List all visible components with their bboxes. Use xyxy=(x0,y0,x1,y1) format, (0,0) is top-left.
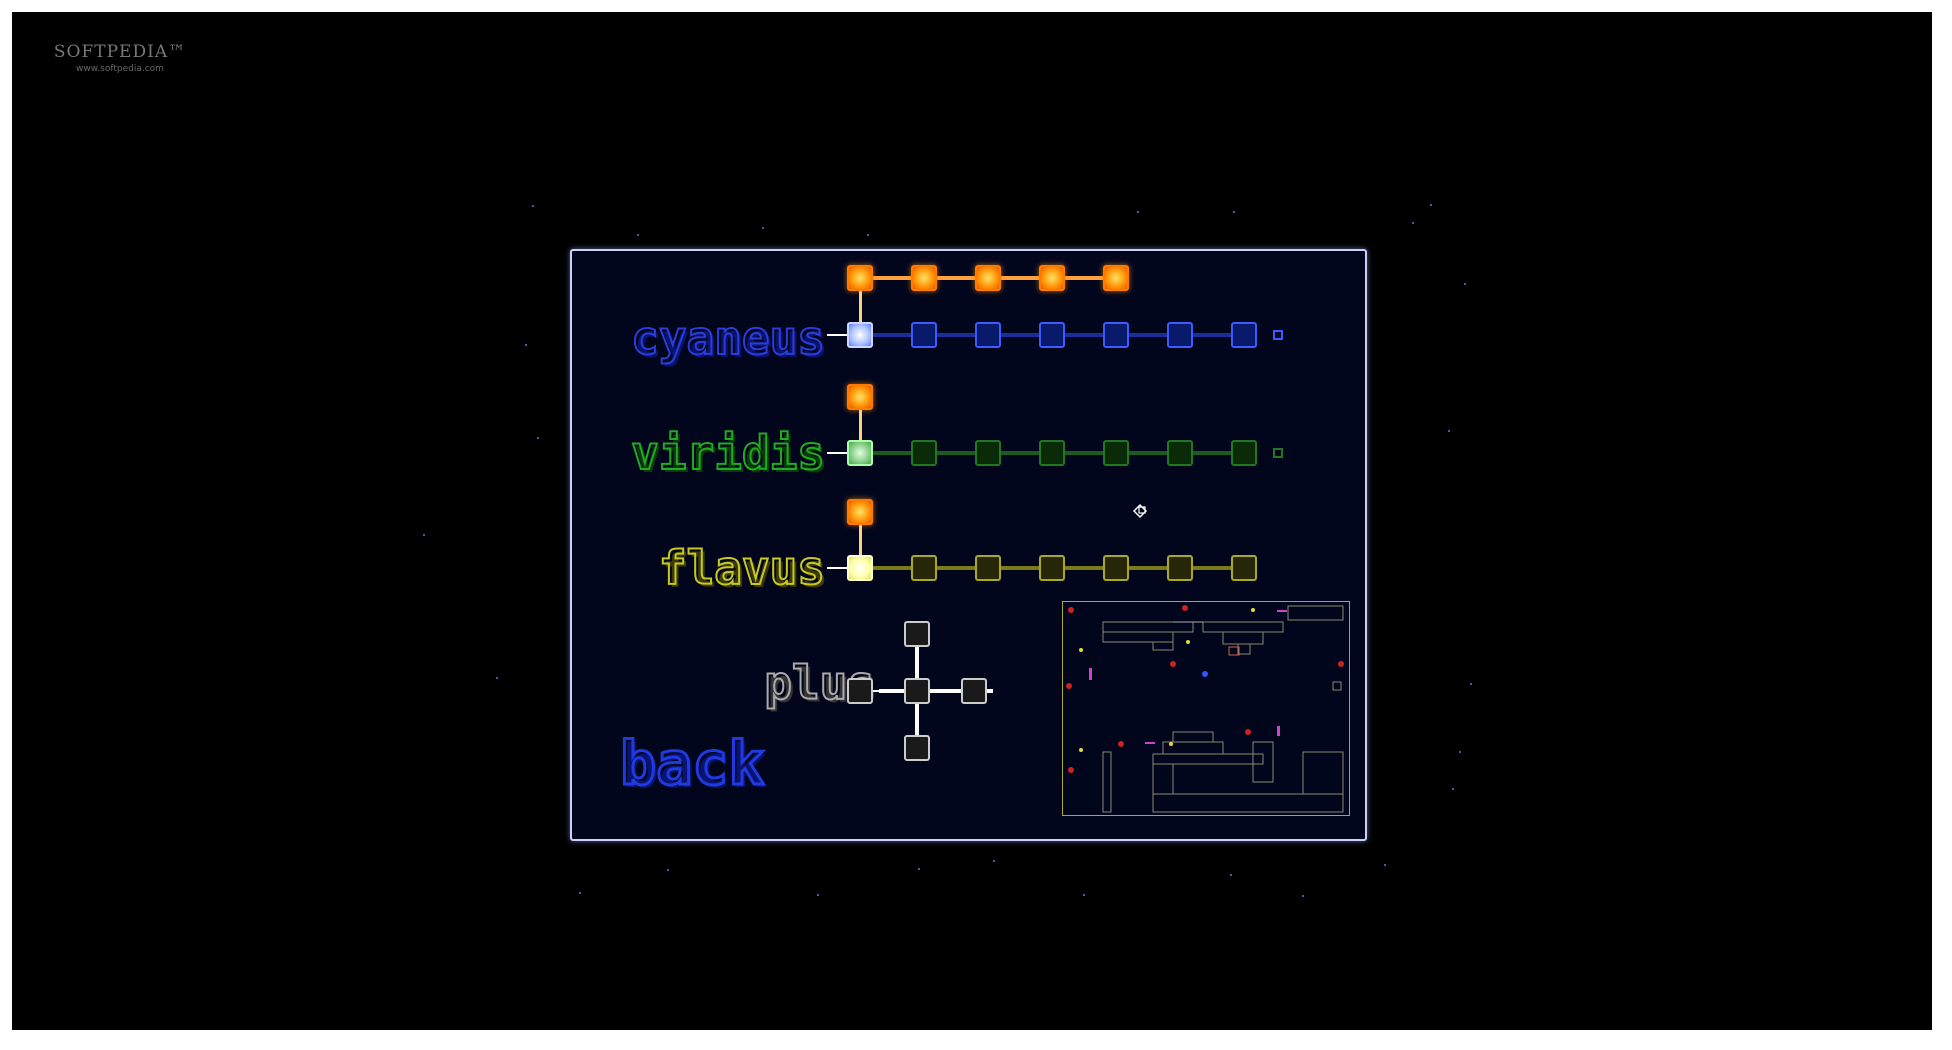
upgrade-node[interactable] xyxy=(847,384,873,410)
star xyxy=(1412,222,1414,224)
plus-level-node[interactable] xyxy=(904,678,930,704)
watermark-url: www.softpedia.com xyxy=(76,64,164,74)
star xyxy=(1302,895,1304,897)
viridis-connector xyxy=(827,452,847,454)
flavus-level-node[interactable] xyxy=(847,555,873,581)
star xyxy=(817,894,819,896)
upgrade-connector xyxy=(859,525,862,555)
watermark: SOFTPEDIA™ www.softpedia.com xyxy=(40,42,200,74)
viridis-level-node[interactable] xyxy=(1039,440,1065,466)
star xyxy=(525,344,527,346)
star xyxy=(1464,283,1466,285)
star xyxy=(1470,683,1472,685)
upgrade-connector xyxy=(859,291,862,322)
viridis-level-node[interactable] xyxy=(1231,440,1257,466)
plus-level-node[interactable] xyxy=(904,621,930,647)
upgrade-node[interactable] xyxy=(847,265,873,291)
cyaneus-level-node[interactable] xyxy=(1039,322,1065,348)
upgrade-node[interactable] xyxy=(911,265,937,291)
star xyxy=(993,860,995,862)
viridis-level-node[interactable] xyxy=(975,440,1001,466)
star xyxy=(1230,874,1232,876)
flavus-level-node[interactable] xyxy=(1039,555,1065,581)
cyaneus-level-node[interactable] xyxy=(1231,322,1257,348)
star xyxy=(1233,211,1235,213)
upgrade-node[interactable] xyxy=(1103,265,1129,291)
plus-level-node[interactable] xyxy=(847,678,873,704)
upgrade-connector xyxy=(859,410,862,440)
world-flavus-label[interactable]: flavus xyxy=(658,540,826,596)
star xyxy=(537,437,539,439)
star xyxy=(1452,788,1454,790)
cyaneus-level-node[interactable] xyxy=(911,322,937,348)
plus-level-node[interactable] xyxy=(961,678,987,704)
world-viridis-label[interactable]: viridis xyxy=(630,425,826,481)
flavus-level-node[interactable] xyxy=(1167,555,1193,581)
star xyxy=(1384,864,1386,866)
level-preview-minimap xyxy=(1062,601,1350,816)
minimap-drawing xyxy=(1066,605,1344,813)
viridis-level-node[interactable] xyxy=(1167,440,1193,466)
viridis-level-node[interactable] xyxy=(1103,440,1129,466)
world-cyaneus-label[interactable]: cyaneus xyxy=(630,310,826,366)
star xyxy=(667,869,669,871)
star xyxy=(532,205,534,207)
cyaneus-level-node[interactable] xyxy=(1167,322,1193,348)
game-screen: SOFTPEDIA™ www.softpedia.com cyaneus vir… xyxy=(12,12,1932,1030)
star xyxy=(918,868,920,870)
viridis-level-node[interactable] xyxy=(911,440,937,466)
star xyxy=(1448,430,1450,432)
level-select-panel: cyaneus viridis flavus plus back xyxy=(570,249,1367,841)
flavus-level-node[interactable] xyxy=(911,555,937,581)
upgrade-node[interactable] xyxy=(847,499,873,525)
star xyxy=(423,534,425,536)
watermark-title: SOFTPEDIA™ xyxy=(53,42,187,62)
square-icon xyxy=(1273,448,1283,458)
upgrade-node[interactable] xyxy=(1039,265,1065,291)
cyaneus-level-node[interactable] xyxy=(975,322,1001,348)
cursor-icon xyxy=(1132,503,1148,519)
star xyxy=(579,892,581,894)
flavus-connector xyxy=(827,567,847,569)
cyaneus-level-node[interactable] xyxy=(1103,322,1129,348)
cyaneus-level-node[interactable] xyxy=(847,322,873,348)
star xyxy=(1430,204,1432,206)
upgrade-node[interactable] xyxy=(975,265,1001,291)
star xyxy=(1083,894,1085,896)
star xyxy=(1459,751,1461,753)
flavus-level-node[interactable] xyxy=(1103,555,1129,581)
flavus-level-node[interactable] xyxy=(975,555,1001,581)
star xyxy=(496,677,498,679)
plus-track-h xyxy=(879,689,993,693)
viridis-level-node[interactable] xyxy=(847,440,873,466)
star xyxy=(1137,211,1139,213)
flavus-level-node[interactable] xyxy=(1231,555,1257,581)
star xyxy=(867,234,869,236)
square-icon xyxy=(1273,330,1283,340)
back-button[interactable]: back xyxy=(619,728,766,801)
cyaneus-connector xyxy=(827,334,847,336)
star xyxy=(762,227,764,229)
star xyxy=(637,234,639,236)
plus-level-node[interactable] xyxy=(904,735,930,761)
